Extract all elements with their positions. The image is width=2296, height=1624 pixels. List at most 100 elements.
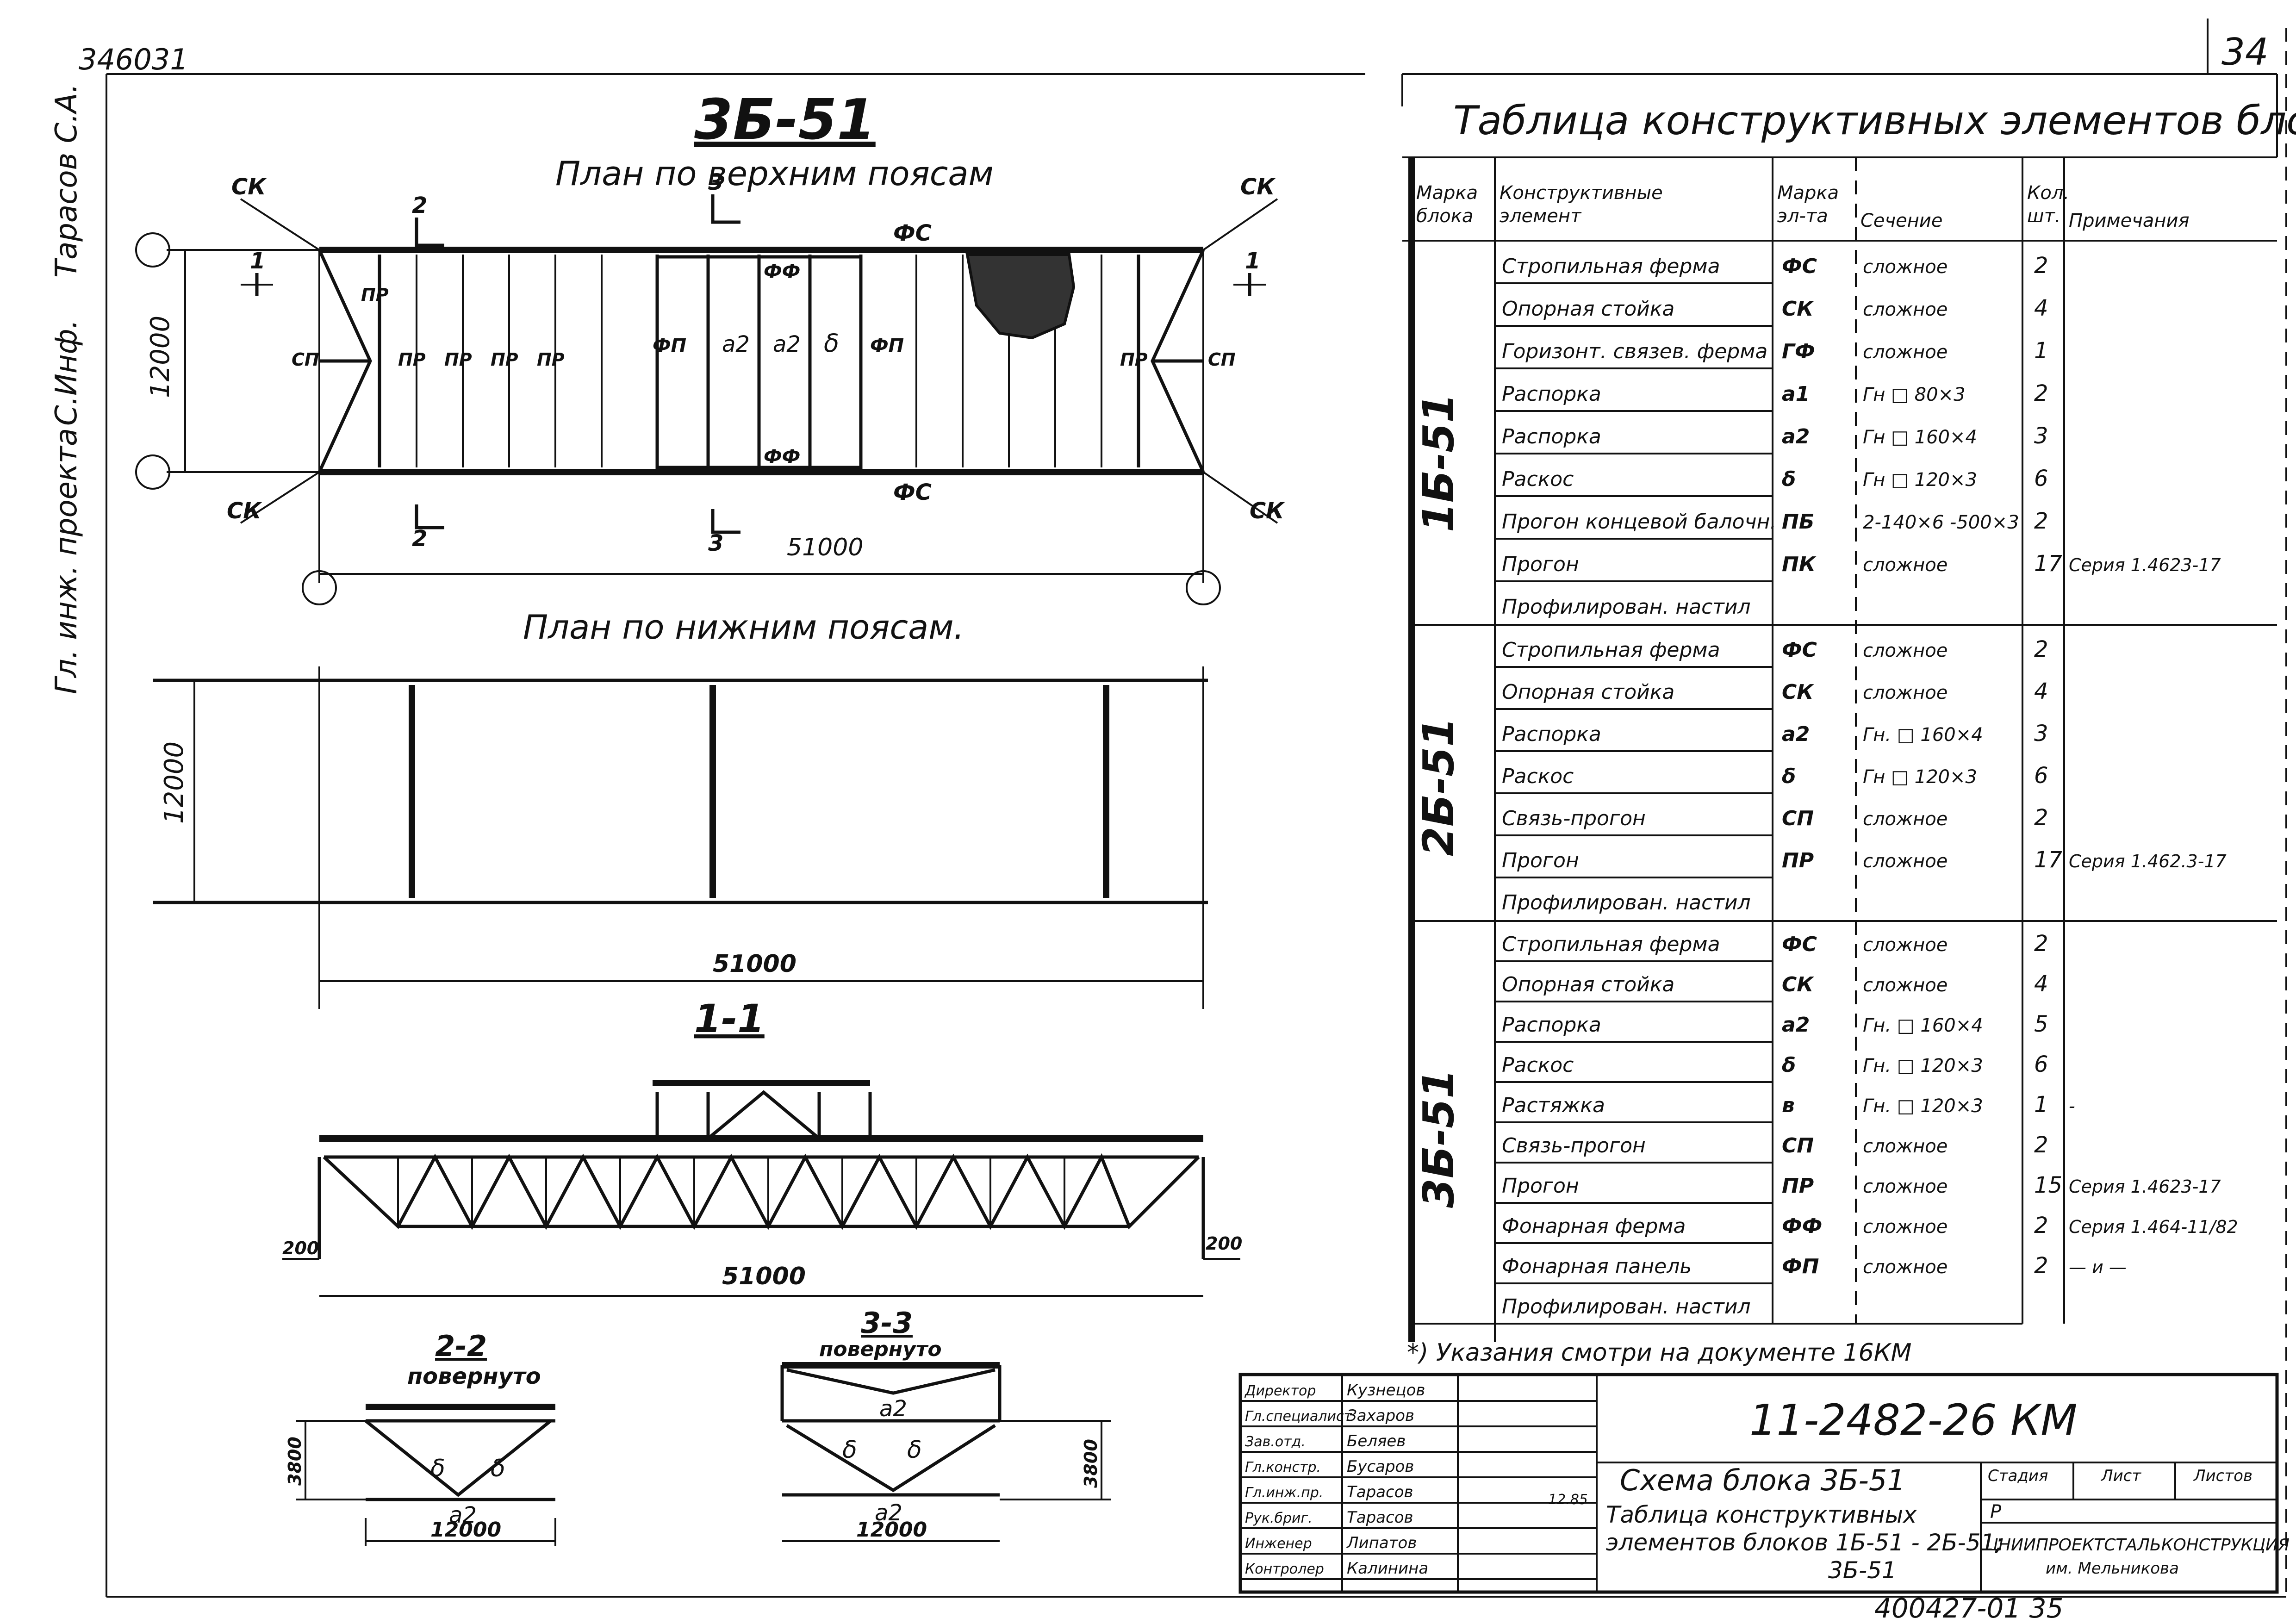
- page-number: 34: [2221, 31, 2269, 74]
- svg-text:а2: а2: [773, 331, 801, 357]
- element-section: сложное: [1863, 682, 1948, 703]
- staff-name: Липатов: [1346, 1534, 1417, 1552]
- section-2-sub: повернуто: [407, 1363, 541, 1389]
- element-section: Гн. □ 120×3: [1863, 1055, 1983, 1076]
- element-mark: ФС: [1782, 255, 1817, 278]
- element-name: Стропильная ферма: [1502, 255, 1720, 278]
- element-section: сложное: [1863, 1136, 1948, 1157]
- svg-text:1: 1: [1245, 248, 1260, 274]
- table-header-cell: Кол.: [2027, 182, 2069, 204]
- element-name: Горизонт. связев. ферма: [1502, 340, 1767, 363]
- element-note: Серия 1.4623-17: [2069, 555, 2221, 575]
- section-2-2: [296, 1404, 556, 1546]
- staff-role: Гл.инж.пр.: [1245, 1485, 1323, 1501]
- stage-value: Р: [1990, 1501, 2002, 1523]
- element-name: Профилирован. настил: [1502, 595, 1751, 619]
- element-mark: δ: [1782, 467, 1796, 491]
- element-name: Растяжка: [1502, 1094, 1605, 1117]
- svg-text:3: 3: [708, 169, 723, 195]
- table-header-cell: Марка: [1416, 182, 1478, 204]
- staff-name: Беляев: [1347, 1432, 1406, 1450]
- staff-name: Калинина: [1347, 1559, 1428, 1578]
- table-header-cell: эл-та: [1777, 205, 1828, 227]
- bottom-chord-plan: [153, 666, 1208, 1009]
- element-section: Гн. □ 120×3: [1863, 1095, 1983, 1117]
- section-3-height: 3800: [1081, 1439, 1101, 1488]
- element-name: Прогон: [1502, 1174, 1579, 1198]
- element-mark: СК: [1782, 973, 1814, 996]
- element-name: Распорка: [1502, 722, 1601, 746]
- element-name: Связь-прогон: [1502, 1134, 1646, 1157]
- svg-text:Гл. инж. проекта: Гл. инж. проекта: [50, 428, 84, 694]
- element-name: Профилирован. настил: [1502, 1295, 1751, 1319]
- svg-text:ФС: ФС: [893, 479, 932, 505]
- element-section: Гн □ 120×3: [1863, 766, 1977, 788]
- svg-text:ФП: ФП: [870, 335, 904, 356]
- element-qty: 6: [2034, 1052, 2048, 1077]
- element-name: Раскос: [1502, 765, 1574, 788]
- table-header-cell: блока: [1416, 205, 1473, 227]
- element-mark: ФФ: [1782, 1214, 1822, 1238]
- staff-name: Захаров: [1347, 1406, 1414, 1425]
- element-qty: 17: [2034, 551, 2063, 577]
- element-name: Профилирован. настил: [1502, 891, 1751, 915]
- element-section: Гн. □ 160×4: [1863, 1015, 1983, 1036]
- element-mark: δ: [1782, 1053, 1796, 1077]
- bottom-stamp: 400427-01 35: [1874, 1593, 2063, 1624]
- element-name: Прогон: [1502, 553, 1579, 576]
- table-header-cell: Конструктивные: [1500, 182, 1663, 204]
- element-section: Гн. □ 160×4: [1863, 724, 1983, 746]
- table-header-cell: шт.: [2027, 205, 2061, 227]
- element-qty: 15: [2034, 1172, 2062, 1198]
- svg-text:Тарасов С.А.: Тарасов С.А.: [50, 83, 84, 278]
- svg-text:ФФ: ФФ: [764, 261, 800, 282]
- org-line-2: им. Мельникова: [2046, 1559, 2179, 1578]
- element-mark: δ: [1782, 765, 1796, 788]
- svg-text:СК: СК: [1250, 498, 1285, 524]
- table-header-cell: элемент: [1500, 205, 1582, 227]
- svg-text:С.Инф.: С.Инф.: [50, 319, 84, 426]
- section-3-a2-bottom: а2: [875, 1500, 902, 1526]
- svg-text:ПР: ПР: [1120, 349, 1148, 370]
- truss-title: 1-1: [694, 996, 765, 1041]
- section-2-width: 12000: [430, 1518, 501, 1542]
- table-header-cell: Марка: [1777, 182, 1839, 204]
- staff-role: Зав.отд.: [1245, 1434, 1306, 1450]
- svg-text:ПР: ПР: [398, 349, 426, 370]
- element-mark: СК: [1782, 297, 1814, 321]
- element-qty: 6: [2034, 763, 2048, 789]
- svg-text:ФС: ФС: [893, 220, 932, 246]
- element-name: Распорка: [1502, 1013, 1601, 1037]
- element-mark: ФС: [1782, 638, 1817, 662]
- element-section: сложное: [1863, 342, 1948, 363]
- staff-name: Кузнецов: [1347, 1381, 1425, 1400]
- element-name: Опорная стойка: [1502, 297, 1674, 321]
- element-mark: а2: [1782, 425, 1810, 448]
- element-name: Прогон: [1502, 849, 1579, 872]
- element-section: сложное: [1863, 851, 1948, 872]
- svg-text:а2: а2: [722, 331, 750, 357]
- staff-name: Тарасов: [1347, 1508, 1413, 1527]
- doc-code: 11-2482-26 КМ: [1749, 1395, 2078, 1445]
- element-qty: 2: [2034, 1213, 2048, 1238]
- element-mark: а2: [1782, 722, 1810, 746]
- element-section: сложное: [1863, 640, 1948, 661]
- element-name: Фонарная ферма: [1502, 1214, 1686, 1238]
- svg-text:ФФ: ФФ: [764, 446, 800, 467]
- section-3-b-right: δ: [907, 1436, 922, 1464]
- element-mark: СП: [1782, 1134, 1814, 1157]
- top-plan-title: План по верхним поясам: [555, 154, 994, 193]
- svg-text:δ: δ: [824, 329, 839, 358]
- element-name: Опорная стойка: [1502, 680, 1674, 704]
- staff-role: Контролер: [1245, 1561, 1324, 1577]
- bottom-plan-width: 12000: [159, 741, 189, 824]
- element-mark: ГФ: [1782, 340, 1815, 363]
- side-labels: Гл. инж. проекта С.Инф. Тарасов С.А.: [50, 83, 84, 694]
- element-note: — и —: [2069, 1257, 2127, 1277]
- top-chord-plan: [135, 194, 1278, 605]
- element-qty: 2: [2034, 1132, 2048, 1158]
- element-section: сложное: [1863, 299, 1948, 320]
- svg-text:ФП: ФП: [653, 335, 686, 356]
- element-qty: 4: [2034, 971, 2048, 997]
- element-qty: 1: [2034, 338, 2048, 364]
